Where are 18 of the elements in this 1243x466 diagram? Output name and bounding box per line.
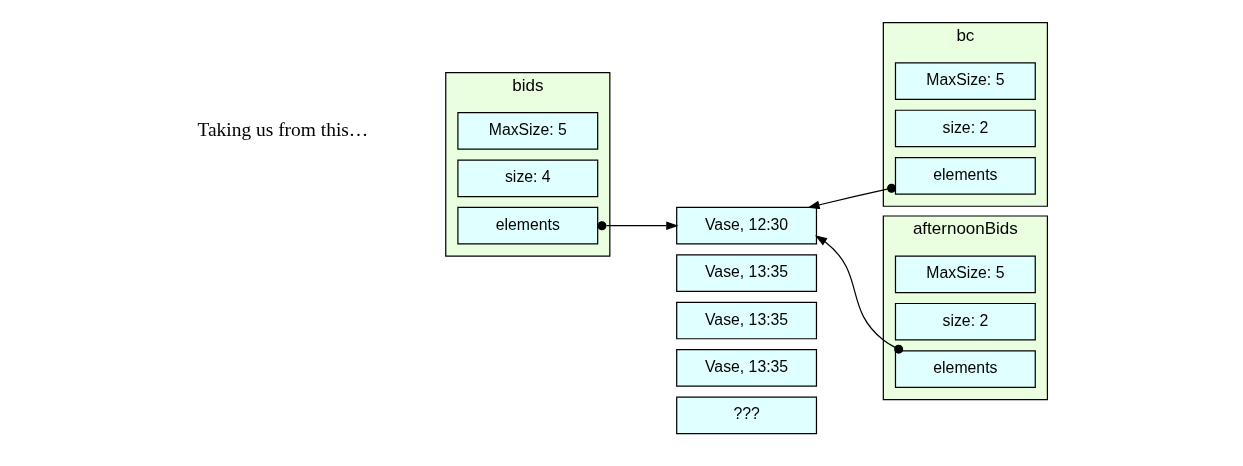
label: Taking us from this…: [196, 118, 368, 140]
arrow: [596, 221, 678, 231]
node-box: elements: [894, 157, 1036, 195]
arrow: [814, 235, 903, 354]
node-box: size: 4: [456, 159, 598, 198]
arrow: [806, 183, 896, 210]
node-box: Vase, 12:30: [675, 206, 817, 245]
node-box: size: 2: [894, 109, 1036, 148]
node-box: Vase, 13:35: [675, 301, 817, 340]
node-box: size: 2: [894, 302, 1036, 341]
node-box: Vase, 13:35: [675, 254, 817, 292]
node-box: MaxSize: 5: [894, 255, 1036, 294]
node-box: ???: [675, 396, 817, 435]
node-box: MaxSize: 5: [456, 112, 598, 150]
node-box: Vase, 13:35: [675, 349, 817, 387]
node-box: elements: [894, 350, 1036, 388]
node-box: elements: [456, 206, 598, 245]
node-box: MaxSize: 5: [894, 62, 1036, 100]
